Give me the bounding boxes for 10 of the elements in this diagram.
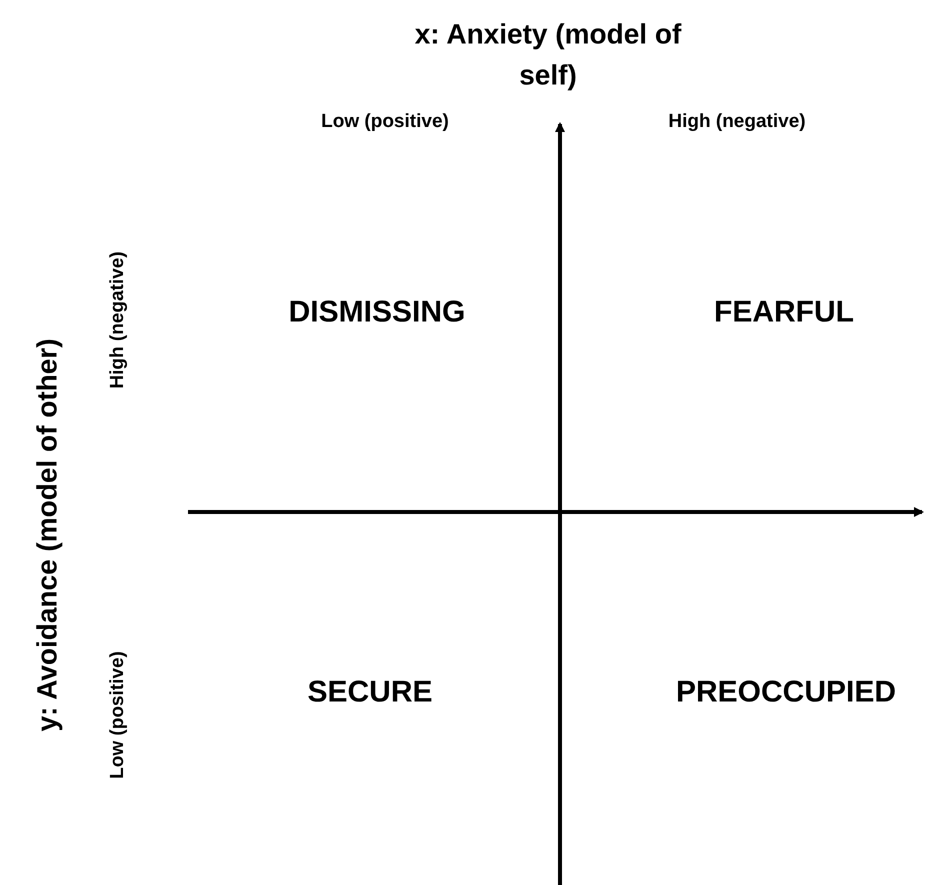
axis-level-label: Low (positive): [106, 650, 130, 781]
axis-title: x: Anxiety (model of self): [414, 17, 682, 92]
axis-level-label: Low (positive): [320, 110, 450, 134]
axis-level-label: High (negative): [106, 250, 130, 391]
axis-level-label: High (negative): [667, 110, 807, 134]
quadrant-label: DISMISSING: [288, 294, 466, 330]
axis-title: y: Avoidance (model of other): [30, 337, 64, 734]
quadrant-label: PREOCCUPIED: [674, 674, 898, 710]
quadrant-label: SECURE: [306, 674, 434, 710]
quadrant-label: FEARFUL: [713, 294, 855, 330]
